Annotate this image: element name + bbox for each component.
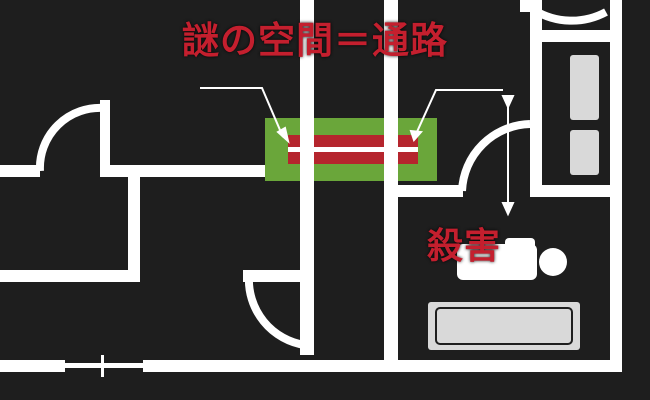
door-swing-arc-icon	[458, 120, 531, 192]
door-swing-arc-icon	[531, 6, 608, 25]
body-head	[539, 248, 567, 276]
arrow-head-icon	[409, 129, 424, 142]
wall-segment	[610, 0, 622, 370]
wall-segment	[398, 185, 463, 197]
wall-segment	[143, 360, 622, 372]
body-arm	[505, 238, 535, 252]
wall-segment	[128, 165, 140, 280]
walls	[0, 0, 622, 377]
callout-line	[200, 87, 284, 138]
wall-segment	[100, 100, 110, 177]
wall-segment	[530, 0, 542, 197]
wall-segment	[0, 165, 40, 177]
arrow-down-icon	[501, 95, 515, 110]
murder-label: 殺害	[427, 225, 502, 267]
wall-segment	[0, 360, 65, 372]
door-swing-arc-icon	[35, 103, 105, 172]
fixtures	[428, 55, 599, 350]
door-swing-arc-icon	[244, 275, 306, 349]
arrow-head-icon	[276, 126, 290, 144]
passage-divider	[288, 147, 418, 152]
secret-space	[265, 118, 437, 181]
wall-segment	[530, 30, 622, 42]
wall-segment	[100, 165, 310, 177]
secret-passage-label: 謎の空間＝通路	[182, 18, 448, 62]
window-mullion	[101, 355, 104, 377]
victim-body-icon	[457, 238, 567, 280]
callout-line	[415, 89, 503, 135]
wall-segment	[530, 185, 622, 197]
bathtub-icon	[428, 302, 580, 350]
wall-segment	[520, 0, 532, 12]
bathtub-rim	[435, 307, 573, 345]
door-arcs	[35, 6, 608, 349]
cabinet	[570, 55, 599, 120]
callout-arrows	[200, 87, 515, 217]
body-torso	[457, 244, 537, 280]
wall-segment	[243, 270, 314, 282]
cabinet	[570, 130, 599, 175]
arrow-down-icon	[501, 202, 515, 217]
wall-segment	[0, 270, 140, 282]
